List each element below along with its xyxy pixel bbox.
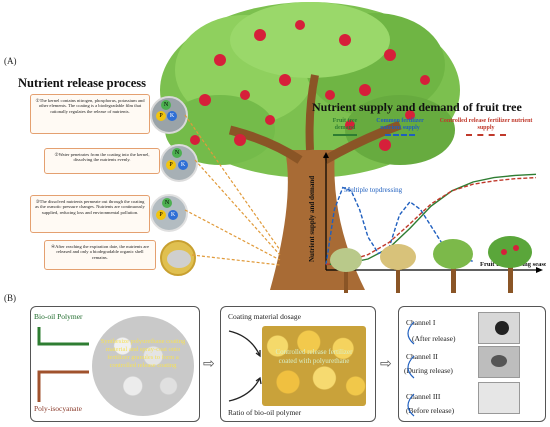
nutrient-p-icon-2: P — [166, 160, 176, 170]
channel-3-image — [478, 382, 520, 414]
x-axis-arrow-icon — [536, 267, 543, 273]
nutrient-n-letter-1: N — [163, 102, 169, 108]
coating-dosage-label: Coating material dosage — [228, 312, 301, 321]
multiple-topdressing-annotation: Multiple topdressing — [344, 186, 403, 194]
nutrient-n-letter-3: N — [164, 200, 170, 206]
nutrient-release-title: Nutrient release process — [18, 76, 146, 90]
nutrient-p-icon-3: P — [156, 210, 166, 220]
channel-2-pore — [491, 355, 507, 367]
y-axis-label: Nutrient supply and demand — [308, 176, 316, 262]
flow-arrow-1: ⇨ — [203, 357, 215, 372]
legend-common-label: Common fertilizer nutrient supply — [376, 118, 424, 131]
channel-box — [398, 306, 546, 422]
release-step-1: ①The kernel contains nitrogen, phosphoru… — [30, 94, 150, 134]
release-step-2-text: ②Water penetrates from the coating into … — [54, 152, 150, 163]
nutrient-k-letter-2: K — [180, 162, 186, 168]
chart-title: Nutrient supply and demand of fruit tree — [312, 100, 522, 114]
poly-isocyanate-label: Poly-isocyanate — [34, 404, 82, 413]
panel-b-label: (B) — [4, 293, 16, 303]
channel-2-state: (During release) — [404, 366, 453, 375]
empty-shell-inner — [167, 250, 191, 268]
nutrient-p-letter-1: P — [159, 113, 163, 119]
channel-2-image — [478, 346, 520, 378]
flow-arrow-2: ⇨ — [380, 357, 392, 372]
ratio-label: Ratio of bio-oil polymer — [228, 408, 302, 417]
nutrient-k-letter-1: K — [169, 113, 175, 119]
release-step-4-text: ④After reaching the expiration date, the… — [51, 244, 149, 260]
small-tree-1 — [330, 248, 362, 293]
channel-curve-arrows — [407, 321, 415, 417]
legend-common: Common fertilizer nutrient supply — [370, 118, 430, 136]
nutrient-k-icon-1: K — [167, 111, 177, 121]
coated-granules-image — [262, 326, 366, 406]
nutrient-p-icon-1: P — [156, 111, 166, 121]
legend-demand-swatch — [333, 134, 357, 136]
series-line-3 — [325, 176, 537, 266]
channel-1-pore — [495, 321, 509, 335]
nutrient-p-letter-2: P — [169, 162, 173, 168]
nutrient-p-letter-3: P — [159, 212, 163, 218]
release-step-2: ②Water penetrates from the coating into … — [44, 148, 160, 174]
legend-demand-label: Fruit tree demand — [332, 118, 358, 131]
legend-controlled-label: Controlled release fertilizer nutrient s… — [439, 118, 533, 131]
nutrient-k-icon-2: K — [178, 160, 188, 170]
release-step-4: ④After reaching the expiration date, the… — [44, 240, 156, 270]
release-step-3-text: ③The dissolved nutrients permeate out th… — [35, 199, 145, 215]
small-tree-2 — [380, 244, 416, 293]
channel-3-name: Channel III — [406, 392, 441, 401]
channel-1-state: (After release) — [412, 334, 456, 343]
root-connector-lines — [184, 114, 281, 266]
nutrient-n-icon-3: N — [162, 198, 172, 208]
nutrient-k-letter-3: K — [170, 212, 176, 218]
y-axis-arrow-icon — [323, 152, 329, 158]
nutrient-n-letter-2: N — [174, 150, 180, 156]
synthesis-overlay-text: Synthesize polyurethane coating material… — [100, 338, 186, 369]
nutrient-k-icon-3: K — [168, 210, 178, 220]
small-tree-3 — [433, 239, 473, 293]
channel-1-image — [478, 312, 520, 344]
coating-overlay-text: Controlled release fertilizer coated wit… — [275, 348, 353, 365]
granule-pile-image — [92, 316, 194, 416]
small-tree-4 — [488, 236, 532, 293]
channel-3-state: (Before release) — [406, 406, 455, 415]
legend-controlled-swatch — [466, 134, 506, 136]
channel-2-name: Channel II — [406, 352, 438, 361]
release-step-3: ③The dissolved nutrients permeate out th… — [30, 195, 150, 233]
channel-1-name: Channel I — [406, 318, 436, 327]
legend-demand: Fruit tree demand — [326, 118, 364, 136]
series-line-2 — [325, 186, 474, 265]
bio-oil-label: Bio-oil Polymer — [34, 312, 83, 321]
synthesis-arrows — [37, 327, 89, 402]
small-trees-row — [330, 236, 532, 293]
nutrient-n-icon-1: N — [161, 100, 171, 110]
coating-arrows — [228, 330, 262, 402]
panel-a-label: (A) — [4, 56, 17, 66]
release-step-1-text: ①The kernel contains nitrogen, phosphoru… — [35, 98, 145, 114]
nutrient-n-icon-2: N — [172, 148, 182, 158]
legend-common-swatch — [385, 134, 415, 136]
legend-controlled: Controlled release fertilizer nutrient s… — [432, 118, 540, 136]
